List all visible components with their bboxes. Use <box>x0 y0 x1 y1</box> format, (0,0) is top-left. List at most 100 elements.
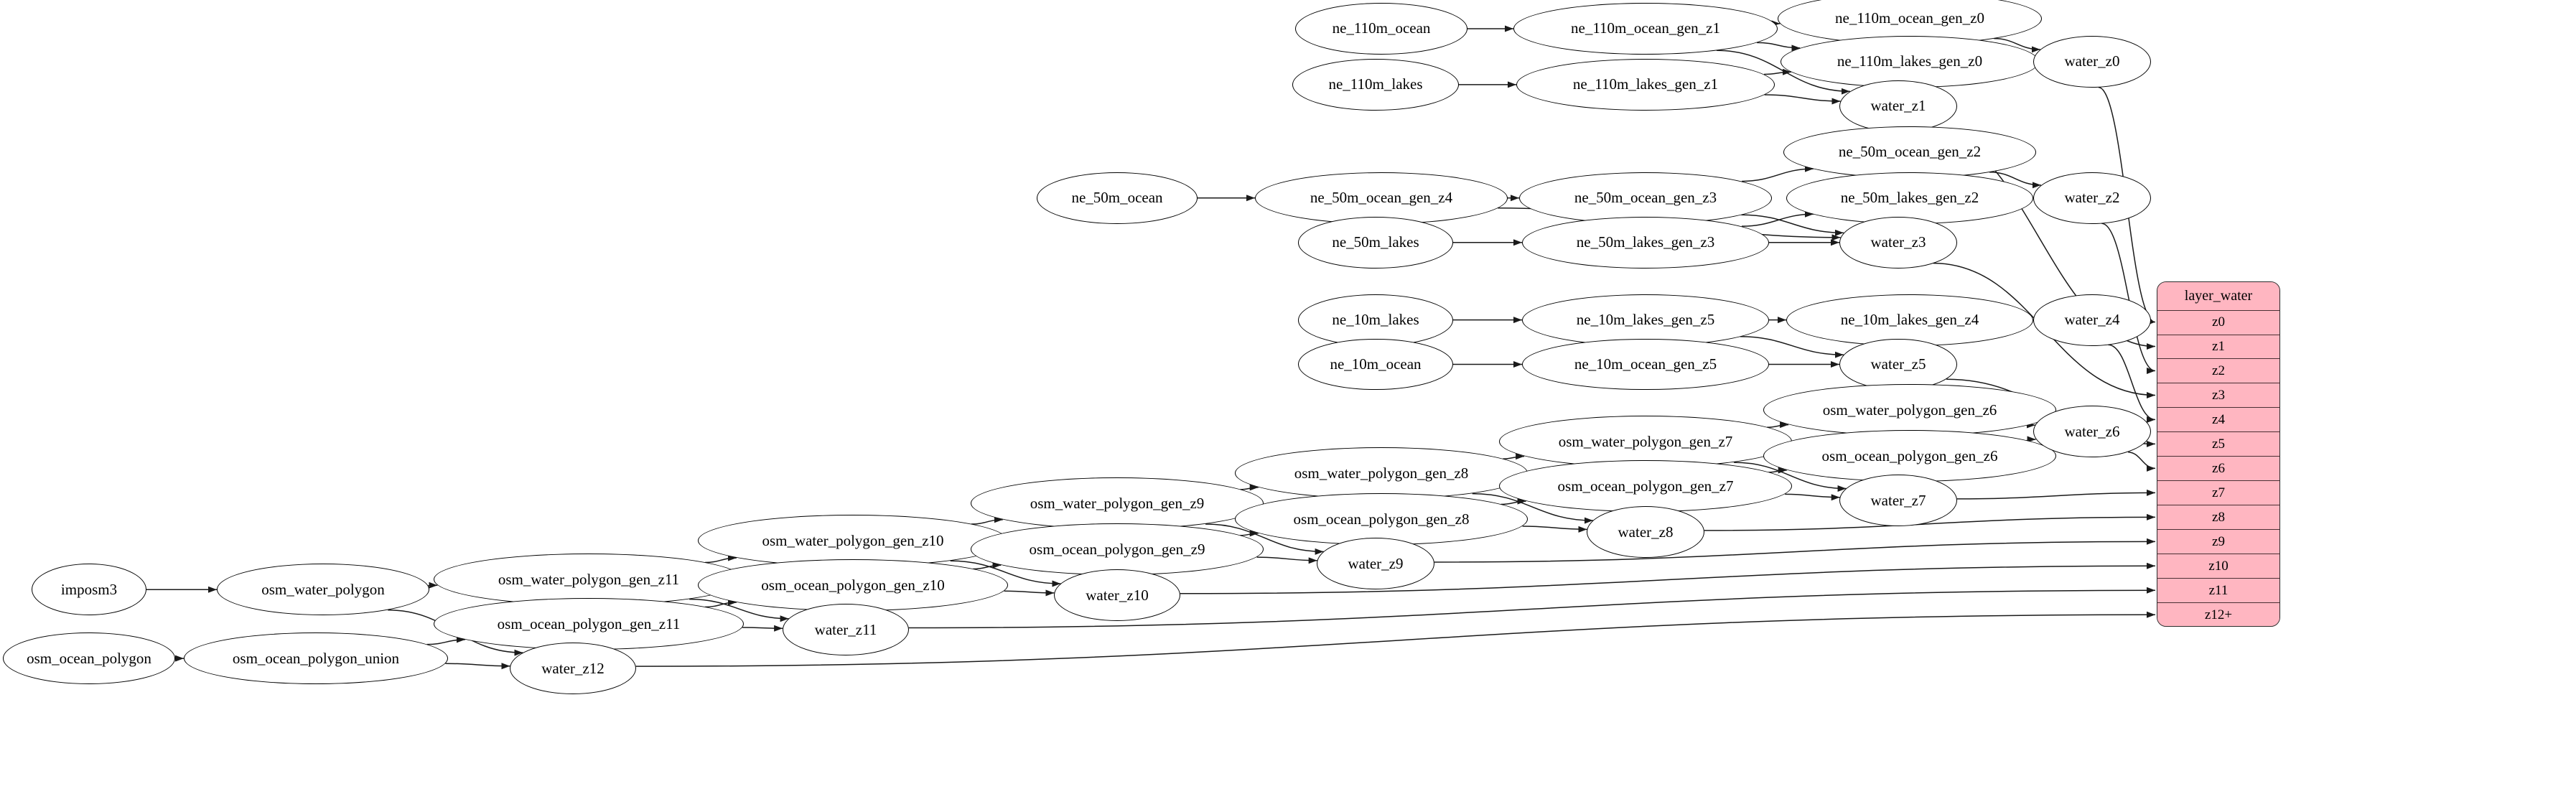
node-label: osm_ocean_polygon_gen_z6 <box>1821 447 1998 464</box>
graph-node-osm-water-polygon[interactable]: osm_water_polygon <box>217 564 429 616</box>
graph-node-water-z7[interactable]: water_z7 <box>1839 475 1957 527</box>
graph-edge <box>636 608 2155 666</box>
graph-node-water-z3[interactable]: water_z3 <box>1839 216 1957 269</box>
graph-edge <box>1205 524 1324 559</box>
legend-row-z11[interactable]: z11 <box>2157 579 2279 603</box>
graph-node-water-z12[interactable]: water_z12 <box>510 643 636 695</box>
node-label: water_z2 <box>2064 189 2120 207</box>
graph-node-water-z8[interactable]: water_z8 <box>1587 506 1704 559</box>
legend-row-z9[interactable]: z9 <box>2157 530 2279 555</box>
graph-node-water-z5[interactable]: water_z5 <box>1839 338 1957 391</box>
graph-edge <box>1473 494 1593 528</box>
graph-edge <box>742 622 783 635</box>
graph-edge <box>1180 559 2155 593</box>
graph-node-osm-water-polygon-gen-z6[interactable]: osm_water_polygon_gen_z6 <box>1763 384 2056 436</box>
legend-row-z10[interactable]: z10 <box>2157 554 2279 579</box>
legend-row-z3[interactable]: z3 <box>2157 383 2279 408</box>
graph-node-imposm3[interactable]: imposm3 <box>32 564 146 616</box>
node-label: ne_50m_ocean_gen_z3 <box>1574 189 1717 207</box>
graph-node-ne-50m-lakes-gen-z3[interactable]: ne_50m_lakes_gen_z3 <box>1522 216 1769 269</box>
graph-node-ne-110m-ocean[interactable]: ne_110m_ocean <box>1295 2 1467 55</box>
node-label: ne_50m_ocean_gen_z4 <box>1310 189 1453 207</box>
graph-node-ne-110m-lakes[interactable]: ne_110m_lakes <box>1292 58 1459 111</box>
legend-title: layer_water <box>2157 281 2279 311</box>
graph-node-osm-water-polygon-gen-z8[interactable]: osm_water_polygon_gen_z8 <box>1235 447 1528 500</box>
graph-node-ne-50m-ocean[interactable]: ne_50m_ocean <box>1037 172 1198 224</box>
graph-node-water-z10[interactable]: water_z10 <box>1054 569 1180 622</box>
node-label: ne_110m_lakes_gen_z1 <box>1572 75 1719 93</box>
node-label: water_z3 <box>1870 233 1926 251</box>
graph-node-osm-water-polygon-gen-z9[interactable]: osm_water_polygon_gen_z9 <box>971 477 1264 530</box>
graph-node-osm-ocean-polygon[interactable]: osm_ocean_polygon <box>3 632 175 685</box>
graph-edge <box>1741 215 1844 240</box>
graph-node-ne-50m-lakes[interactable]: ne_50m_lakes <box>1298 216 1453 269</box>
graph-node-ne-10m-ocean-gen-z5[interactable]: ne_10m_ocean_gen_z5 <box>1522 338 1769 391</box>
legend-row-z0[interactable]: z0 <box>2157 310 2279 335</box>
node-label: ne_10m_ocean <box>1330 355 1422 373</box>
legend-row-z6[interactable]: z6 <box>2157 457 2279 482</box>
node-label: ne_50m_lakes <box>1332 233 1419 251</box>
graph-edge <box>1434 535 2155 562</box>
graph-node-ne-50m-ocean-gen-z4[interactable]: ne_50m_ocean_gen_z4 <box>1255 172 1508 224</box>
node-label: water_z1 <box>1870 97 1926 115</box>
graph-edge <box>689 599 788 625</box>
graph-edge <box>1740 337 1844 362</box>
graph-node-water-z9[interactable]: water_z9 <box>1317 538 1434 590</box>
graph-edge <box>909 584 2155 627</box>
graph-edge <box>1503 449 1524 463</box>
graph-node-water-z1[interactable]: water_z1 <box>1839 80 1957 132</box>
graph-edge <box>1957 486 2155 498</box>
node-label: ne_10m_lakes_gen_z5 <box>1576 311 1715 329</box>
graph-node-osm-ocean-polygon-gen-z11[interactable]: osm_ocean_polygon_gen_z11 <box>434 598 744 650</box>
node-label: osm_ocean_polygon <box>27 649 151 667</box>
node-label: imposm3 <box>60 580 118 598</box>
node-label: osm_water_polygon_gen_z11 <box>498 570 680 588</box>
graph-node-ne-10m-lakes[interactable]: ne_10m_lakes <box>1298 294 1453 346</box>
node-label: osm_water_polygon_gen_z10 <box>762 531 944 549</box>
graph-node-water-z2[interactable]: water_z2 <box>2033 172 2151 224</box>
node-label: osm_water_polygon_gen_z6 <box>1822 401 1997 419</box>
graph-node-ne-110m-ocean-gen-z1[interactable]: ne_110m_ocean_gen_z1 <box>1513 2 1778 55</box>
graph-edge <box>427 632 465 646</box>
node-label: ne_110m_ocean_gen_z0 <box>1835 9 1984 27</box>
graph-edge <box>1765 95 1841 108</box>
node-label: ne_110m_ocean <box>1332 19 1431 37</box>
graph-edge <box>951 561 1061 591</box>
node-label: water_z6 <box>2064 422 2120 440</box>
node-label: osm_ocean_polygon_gen_z8 <box>1293 510 1470 528</box>
legend-row-z4[interactable]: z4 <box>2157 408 2279 433</box>
legend-row-z1[interactable]: z1 <box>2157 335 2279 360</box>
graph-edge <box>2108 345 2155 426</box>
graph-node-ne-50m-ocean-gen-z2[interactable]: ne_50m_ocean_gen_z2 <box>1783 126 2036 178</box>
legend-row-z5[interactable]: z5 <box>2157 432 2279 457</box>
legend-row-z2[interactable]: z2 <box>2157 359 2279 384</box>
node-label: water_z0 <box>2064 52 2120 70</box>
graph-node-osm-ocean-polygon-gen-z9[interactable]: osm_ocean_polygon_gen_z9 <box>971 523 1264 576</box>
graph-edge <box>705 551 737 565</box>
graph-node-ne-10m-ocean[interactable]: ne_10m_ocean <box>1298 338 1453 391</box>
graph-node-water-z0[interactable]: water_z0 <box>2033 35 2151 88</box>
graph-node-osm-ocean-polygon-union[interactable]: osm_ocean_polygon_union <box>184 632 448 685</box>
node-label: osm_water_polygon_gen_z8 <box>1294 464 1469 482</box>
graph-node-ne-10m-lakes-gen-z4[interactable]: ne_10m_lakes_gen_z4 <box>1786 294 2033 346</box>
graph-node-ne-50m-ocean-gen-z3[interactable]: ne_50m_ocean_gen_z3 <box>1519 172 1772 224</box>
graph-edge <box>1764 65 1791 79</box>
graph-node-ne-110m-lakes-gen-z0[interactable]: ne_110m_lakes_gen_z0 <box>1781 35 2039 88</box>
graph-node-ne-50m-lakes-gen-z2[interactable]: ne_50m_lakes_gen_z2 <box>1786 172 2033 224</box>
graph-node-water-z4[interactable]: water_z4 <box>2033 294 2151 346</box>
graph-node-water-z6[interactable]: water_z6 <box>2033 406 2151 458</box>
graph-node-water-z11[interactable]: water_z11 <box>783 604 909 656</box>
graph-node-ne-10m-lakes-gen-z5[interactable]: ne_10m_lakes_gen_z5 <box>1522 294 1769 346</box>
graph-edge <box>1734 462 1846 495</box>
legend-row-z12plus[interactable]: z12+ <box>2157 602 2279 627</box>
node-label: ne_10m_lakes <box>1332 311 1419 329</box>
graph-node-ne-110m-lakes-gen-z1[interactable]: ne_110m_lakes_gen_z1 <box>1516 58 1775 111</box>
node-label: osm_ocean_polygon_union <box>232 649 400 667</box>
graph-node-osm-ocean-polygon-gen-z6[interactable]: osm_ocean_polygon_gen_z6 <box>1763 430 2056 482</box>
node-label: ne_50m_lakes_gen_z3 <box>1576 233 1715 251</box>
graph-node-osm-ocean-polygon-gen-z7[interactable]: osm_ocean_polygon_gen_z7 <box>1499 460 1792 513</box>
legend-row-z7[interactable]: z7 <box>2157 481 2279 506</box>
legend-row-z8[interactable]: z8 <box>2157 505 2279 531</box>
